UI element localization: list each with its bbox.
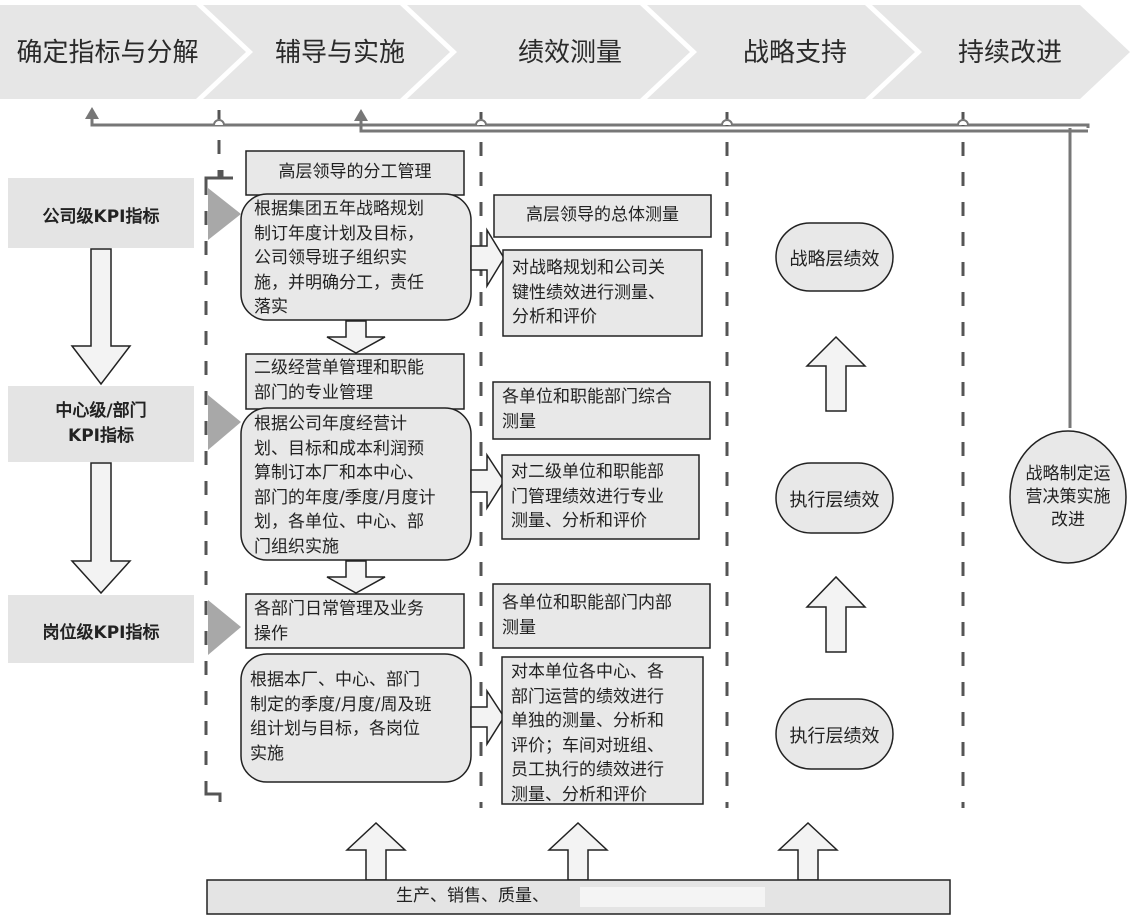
improvement-circle	[1009, 430, 1127, 564]
impl-body-1: 根据集团五年战略规划 制订年度计划及目标， 公司领导班子组织实 施，并明确分工，…	[254, 199, 424, 317]
arrow-down-icon	[326, 320, 386, 354]
chevron-stage-2	[203, 5, 450, 99]
stage-label-2: 辅导与实施	[274, 38, 405, 68]
arrow-right-icon	[470, 452, 505, 511]
chevron-stage-1	[0, 5, 246, 99]
measure-header-box-3	[492, 583, 711, 649]
stage-label-1: 确定指标与分解	[16, 38, 199, 68]
divider-1-bracket-top	[204, 170, 224, 186]
crossing-bump	[957, 119, 969, 126]
measure-body-box-2	[501, 454, 700, 540]
impl-body-2: 根据公司年度经营计 划、目标和成本利润预 算制订本厂和本中心、 部门的年度/季度…	[254, 414, 436, 557]
stage-label-3: 绩效测量	[517, 38, 622, 68]
feedback-lines	[90, 115, 1090, 428]
impl-header-3: 各部门日常管理及业务 操作	[254, 599, 424, 644]
strategy-oval-3	[775, 698, 894, 770]
crossing-bump	[213, 119, 225, 126]
divider-1-bracket-bottom	[204, 786, 222, 802]
measure-header-box-1	[493, 194, 712, 238]
arrow-up-icon	[547, 821, 609, 881]
strategy-oval-1	[775, 222, 894, 292]
chevron-stage-3	[407, 5, 690, 99]
stage-chevrons	[0, 5, 1130, 99]
feedback-line-outer	[90, 115, 1090, 128]
arrow-down-icon	[70, 248, 132, 386]
arrow-up-icon	[345, 821, 407, 881]
strategy-label-2: 执行层绩效	[789, 490, 880, 511]
measure-body-2: 对二级单位和职能部 门管理绩效进行专业 测量、分析和评价	[511, 462, 664, 531]
stage-label-4: 战略支持	[742, 38, 847, 68]
impl-header-2: 二级经营单管理和职能 部门的专业管理	[254, 358, 424, 403]
measure-header-2: 各单位和职能部门综合 测量	[502, 387, 672, 432]
measure-body-box-3	[501, 656, 704, 805]
arrow-up-icon	[805, 335, 867, 412]
chevron-stage-4	[647, 5, 915, 99]
strategy-label-3: 执行层绩效	[789, 726, 880, 747]
arrow-up-icon	[805, 575, 867, 653]
strategy-oval-2	[775, 462, 894, 534]
kpi-label-position: 岗位级KPI指标	[42, 623, 160, 643]
improvement-label: 战略制定运 营决策实施 改进	[1025, 464, 1111, 530]
pointer-triangle-icon	[208, 395, 241, 450]
kpi-box-position	[8, 595, 194, 663]
feedback-arrowhead-mid	[354, 109, 368, 121]
impl-header-box-3	[245, 593, 465, 649]
feedback-line-inner	[359, 118, 1088, 133]
arrow-right-icon	[470, 227, 505, 289]
arrow-down-icon	[326, 560, 386, 594]
measure-body-box-1	[502, 249, 703, 337]
chevron-stage-5	[872, 5, 1130, 99]
arrow-up-icon	[777, 821, 839, 881]
pointer-triangle-icon	[208, 600, 241, 655]
arrow-down-icon	[70, 462, 132, 595]
kpi-label-department: 中心级/部门 KPI指标	[55, 401, 147, 446]
pointer-triangle-icon	[208, 188, 241, 240]
base-bar	[206, 879, 951, 915]
impl-header-1: 高层领导的分工管理	[278, 162, 432, 182]
crossing-bump	[475, 119, 487, 126]
measure-header-3: 各单位和职能部门内部 测量	[502, 593, 672, 638]
measure-header-1: 高层领导的总体测量	[526, 205, 679, 225]
kpi-label-company: 公司级KPI指标	[42, 207, 160, 227]
kpi-box-department	[8, 386, 194, 462]
measure-body-1: 对战略规划和公司关 键性绩效进行测量、 分析和评价	[512, 258, 665, 327]
divider-1-lower	[204, 176, 233, 790]
redacted-region	[580, 887, 765, 907]
impl-header-box-2	[245, 353, 465, 410]
feedback-arrowhead-left	[85, 107, 99, 119]
base-bar-label: 生产、销售、质量、	[396, 886, 549, 906]
strategy-label-1: 战略层绩效	[789, 249, 880, 270]
measure-header-box-2	[492, 381, 711, 440]
measure-body-3: 对本单位各中心、各 部门运营的绩效进行 单独的测量、分析和 评价；车间对班组、 …	[511, 662, 664, 805]
arrow-right-icon	[470, 688, 505, 747]
impl-header-box-1	[245, 150, 465, 196]
kpi-box-company	[8, 178, 194, 248]
stage-label-5: 持续改进	[957, 38, 1062, 68]
crossing-bump	[721, 119, 733, 126]
impl-body-3: 根据本厂、中心、部门 制定的季度/月度/周及班 组计划与目标，各岗位 实施	[250, 670, 432, 764]
